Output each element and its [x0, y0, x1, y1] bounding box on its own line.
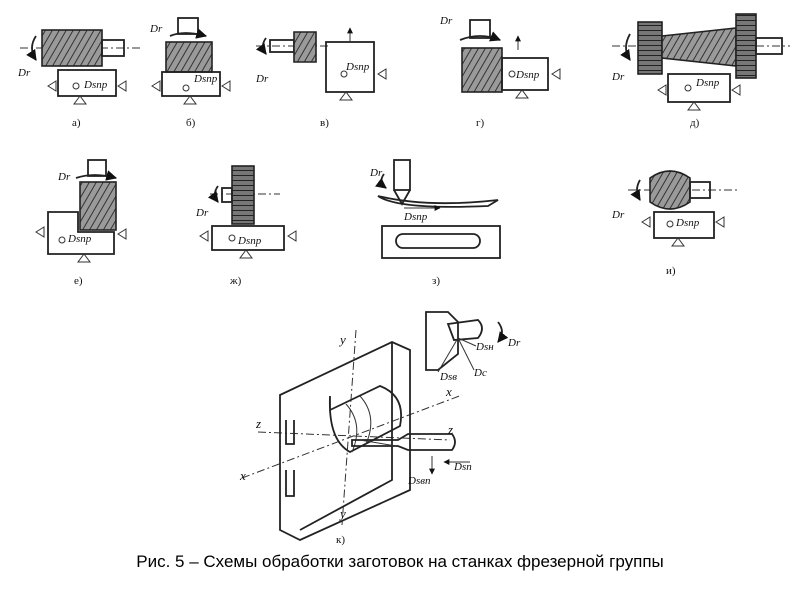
- axis-z-left: z: [255, 416, 261, 431]
- subfigure-label-zh: ж): [229, 275, 242, 287]
- dr-symbol-z: Dr: [369, 167, 383, 179]
- subfigure-k: y y x x z z Dsн Dr Dsв Dc Dsп Dsвп к): [239, 311, 521, 546]
- dr-symbol-zh: Dr: [195, 207, 209, 219]
- subfigure-d: Dr Dsпр д): [611, 13, 790, 129]
- subfigure-zh: Dr Dsпр ж): [195, 165, 297, 287]
- dspr-symbol-d: Dsпр: [695, 77, 720, 89]
- axis-x-right: x: [445, 384, 452, 399]
- axis-z-right: z: [447, 422, 453, 437]
- dr-symbol-k: Dr: [507, 337, 521, 349]
- dspr-symbol-zh: Dsпр: [237, 235, 262, 247]
- axis-x-left: x: [239, 468, 246, 483]
- subfigure-b: Dr Dsпр б): [149, 17, 231, 129]
- subfigure-label-a: а): [72, 117, 81, 129]
- dspr-symbol-a: Dsпр: [83, 79, 108, 91]
- dr-symbol-b: Dr: [149, 23, 163, 35]
- dspr-symbol-i: Dsпр: [675, 217, 700, 229]
- subfigure-label-b: б): [186, 117, 196, 129]
- subfigure-label-z: з): [432, 275, 440, 287]
- subfigure-z: Dr Dsпр з): [369, 159, 501, 287]
- dr-symbol-d: Dr: [611, 71, 625, 83]
- subfigure-label-k: к): [336, 534, 345, 546]
- subfigure-label-i: и): [666, 265, 676, 277]
- dsv-symbol: Dsв: [439, 371, 457, 383]
- figure-caption: Рис. 5 – Схемы обработки заготовок на ст…: [136, 552, 664, 571]
- dspr-symbol-e: Dsпр: [67, 233, 92, 245]
- subfigure-label-e: е): [74, 275, 83, 287]
- dsp-symbol: Dsп: [453, 461, 472, 473]
- axis-y-top: y: [338, 332, 346, 347]
- dr-symbol-g: Dr: [439, 15, 453, 27]
- subfigure-label-d: д): [690, 117, 700, 129]
- axis-y-bottom: y: [338, 506, 346, 521]
- dspr-symbol-b: Dsпр: [193, 73, 218, 85]
- subfigure-label-g: г): [476, 117, 485, 129]
- subfigure-a: Dr Dsпр а): [17, 29, 140, 129]
- dspr-symbol-v: Dsпр: [345, 61, 370, 73]
- subfigure-i: Dr Dsпр и): [611, 170, 740, 277]
- subfigure-g: Dr Dsпр г): [439, 15, 561, 129]
- dc-symbol: Dc: [473, 367, 487, 379]
- dspr-symbol-g: Dsпр: [515, 69, 540, 81]
- subfigure-label-v: в): [320, 117, 329, 129]
- dsvp-symbol: Dsвп: [407, 475, 431, 487]
- dr-symbol-v: Dr: [255, 73, 269, 85]
- dspr-symbol-z: Dsпр: [403, 211, 428, 223]
- subfigure-v: Dr Dsпр в): [255, 27, 387, 129]
- subfigure-e: Dr Dsпр е): [35, 159, 127, 287]
- dr-symbol-i: Dr: [611, 209, 625, 221]
- dr-symbol-e: Dr: [57, 171, 71, 183]
- dr-symbol-a: Dr: [17, 67, 31, 79]
- dsn-symbol: Dsн: [475, 341, 494, 353]
